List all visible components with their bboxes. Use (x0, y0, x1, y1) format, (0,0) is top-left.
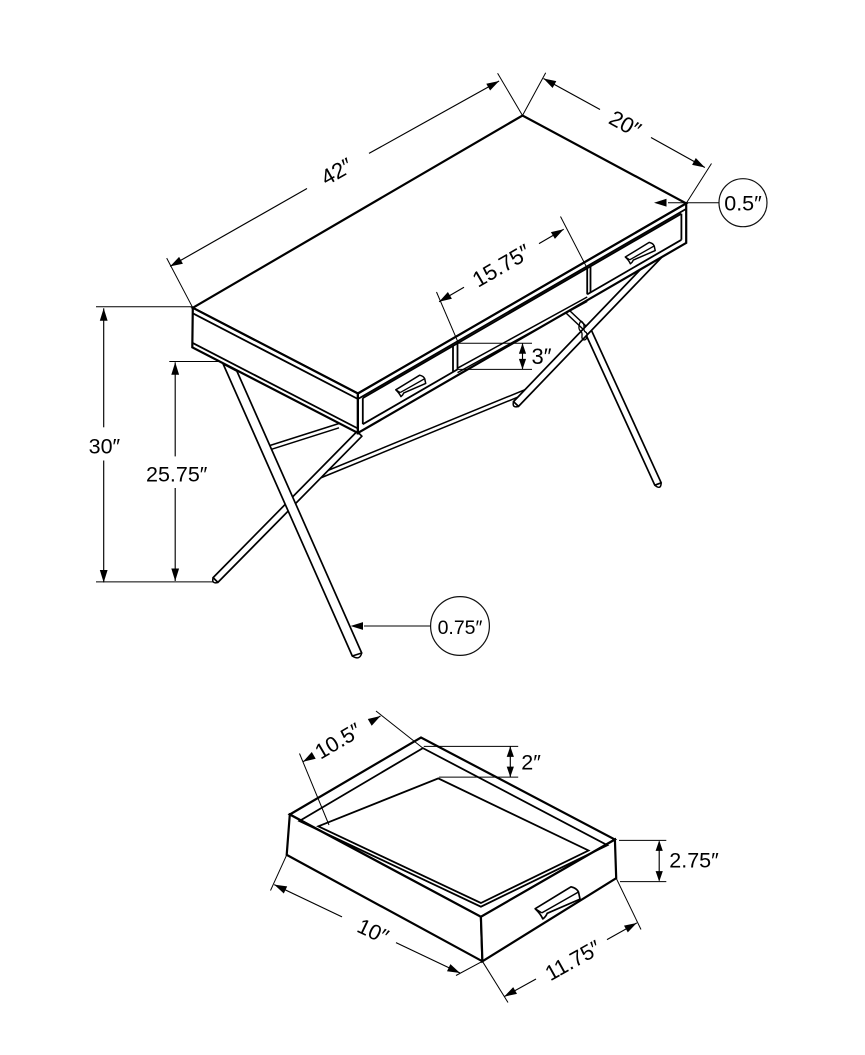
svg-text:3″: 3″ (532, 344, 552, 369)
svg-text:30″: 30″ (89, 434, 121, 458)
svg-text:0.75″: 0.75″ (438, 617, 483, 639)
svg-text:42″: 42″ (317, 153, 358, 191)
svg-text:10″: 10″ (353, 914, 392, 949)
svg-text:2.75″: 2.75″ (669, 848, 719, 872)
svg-text:0.5″: 0.5″ (724, 191, 762, 215)
svg-text:25.75″: 25.75″ (146, 463, 208, 487)
svg-text:20″: 20″ (605, 105, 646, 143)
svg-text:10.5″: 10.5″ (311, 718, 366, 764)
svg-text:2″: 2″ (521, 750, 541, 774)
svg-text:11.75″: 11.75″ (541, 935, 605, 985)
